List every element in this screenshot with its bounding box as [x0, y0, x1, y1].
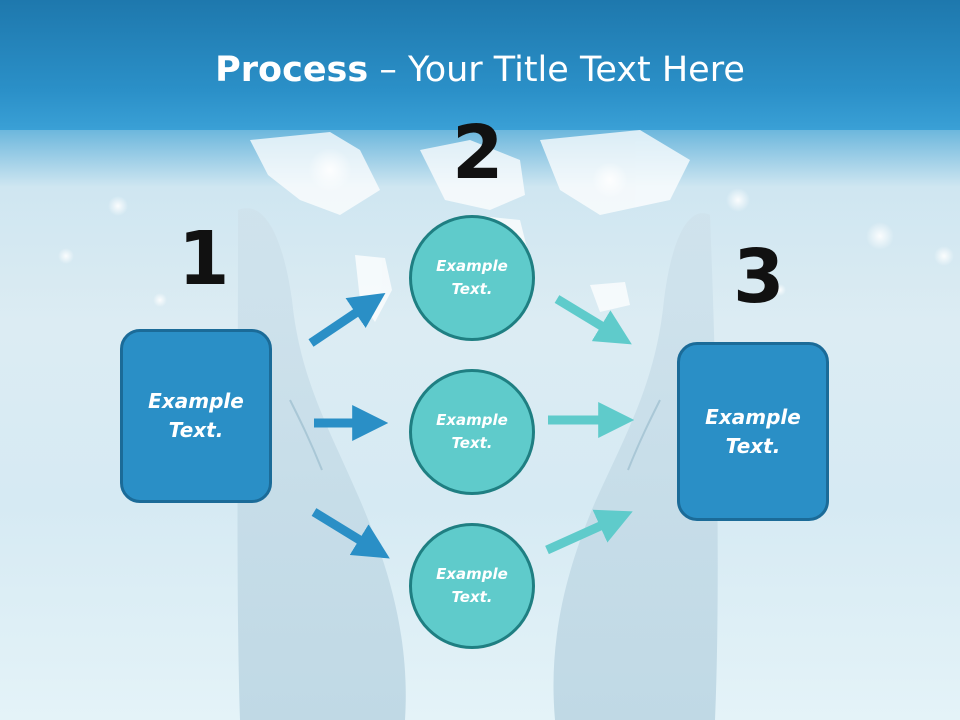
- title-rest: – Your Title Text Here: [368, 50, 745, 90]
- circle-line-1: Example: [436, 257, 508, 275]
- box-line-1: Example: [705, 404, 801, 429]
- box-line-2: Text.: [168, 418, 224, 442]
- circle-line-2: Text.: [451, 588, 493, 606]
- title-band: [0, 0, 960, 130]
- arrow-icon: [554, 295, 632, 345]
- process-circle-top: Example Text.: [409, 215, 535, 341]
- arrow-icon: [545, 509, 633, 555]
- process-box-start: Example Text.: [120, 329, 272, 503]
- circle-line-2: Text.: [451, 434, 493, 452]
- box-line-1: Example: [148, 389, 244, 413]
- process-circle-bottom: Example Text.: [409, 523, 535, 649]
- arrow-icon: [311, 508, 390, 559]
- arrow-icon: [308, 292, 386, 347]
- left-hand-shape: [237, 208, 406, 720]
- process-box-end: Example Text.: [677, 342, 829, 521]
- circle-line-1: Example: [436, 565, 508, 583]
- step-number-2: 2: [452, 110, 504, 196]
- process-circle-middle: Example Text.: [409, 369, 535, 495]
- box-line-2: Text.: [725, 433, 781, 458]
- step-number-1: 1: [178, 216, 230, 302]
- title-bold: Process: [215, 50, 369, 90]
- right-hand-shape: [553, 213, 718, 720]
- circle-line-1: Example: [436, 411, 508, 429]
- step-number-3: 3: [733, 234, 785, 320]
- slide-title: Process – Your Title Text Here: [0, 50, 960, 90]
- circle-line-2: Text.: [451, 280, 493, 298]
